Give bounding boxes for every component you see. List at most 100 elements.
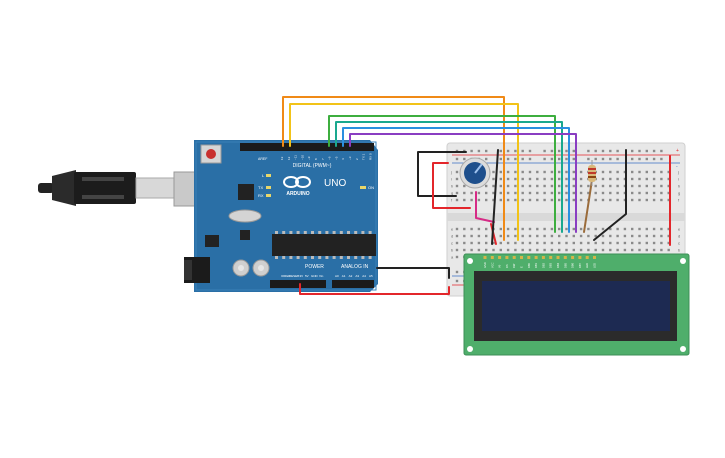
breadboard-hole[interactable] xyxy=(492,184,495,188)
breadboard-hole[interactable] xyxy=(470,234,473,238)
breadboard-hole[interactable] xyxy=(616,234,619,238)
rail-hole[interactable] xyxy=(528,157,532,161)
breadboard-hole[interactable] xyxy=(645,248,648,252)
breadboard-hole[interactable] xyxy=(506,248,510,252)
rail-hole[interactable] xyxy=(558,157,561,161)
breadboard-hole[interactable] xyxy=(528,191,532,195)
breadboard-hole[interactable] xyxy=(558,227,561,231)
breadboard-hole[interactable] xyxy=(463,184,466,188)
breadboard-hole[interactable] xyxy=(601,227,605,231)
breadboard-hole[interactable] xyxy=(579,170,583,174)
breadboard-hole[interactable] xyxy=(616,177,619,181)
breadboard-hole[interactable] xyxy=(485,241,488,245)
breadboard-hole[interactable] xyxy=(550,170,554,174)
wire-blue[interactable] xyxy=(342,127,570,233)
breadboard-hole[interactable] xyxy=(521,191,524,195)
rail-hole[interactable] xyxy=(594,157,597,161)
breadboard-hole[interactable] xyxy=(667,234,670,238)
breadboard-hole[interactable] xyxy=(667,184,670,188)
breadboard-hole[interactable] xyxy=(514,234,517,238)
breadboard-hole[interactable] xyxy=(572,241,575,245)
breadboard-hole[interactable] xyxy=(565,191,568,195)
breadboard-hole[interactable] xyxy=(638,248,641,252)
breadboard-hole[interactable] xyxy=(506,241,510,245)
breadboard-hole[interactable] xyxy=(477,234,481,238)
breadboard-hole[interactable] xyxy=(660,198,663,202)
rail-hole[interactable] xyxy=(565,149,568,153)
breadboard-hole[interactable] xyxy=(579,227,583,231)
breadboard-hole[interactable] xyxy=(631,170,634,174)
breadboard-hole[interactable] xyxy=(550,248,554,252)
breadboard-hole[interactable] xyxy=(536,170,539,174)
breadboard-hole[interactable] xyxy=(638,198,641,202)
breadboard-hole[interactable] xyxy=(455,255,459,259)
rail-hole[interactable] xyxy=(455,279,459,283)
breadboard-hole[interactable] xyxy=(660,177,663,181)
breadboard-hole[interactable] xyxy=(638,184,641,188)
breadboard-hole[interactable] xyxy=(463,248,466,252)
breadboard-hole[interactable] xyxy=(492,241,495,245)
breadboard-hole[interactable] xyxy=(536,177,539,181)
rail-hole[interactable] xyxy=(652,149,656,153)
breadboard-hole[interactable] xyxy=(543,248,546,252)
breadboard-hole[interactable] xyxy=(550,177,554,181)
breadboard-hole[interactable] xyxy=(572,227,575,231)
breadboard-hole[interactable] xyxy=(492,248,495,252)
rail-hole[interactable] xyxy=(609,149,612,153)
wire-green[interactable] xyxy=(328,115,556,233)
rail-hole[interactable] xyxy=(645,157,648,161)
breadboard-hole[interactable] xyxy=(652,248,656,252)
breadboard-hole[interactable] xyxy=(660,191,663,195)
breadboard-hole[interactable] xyxy=(558,248,561,252)
breadboard-hole[interactable] xyxy=(499,241,502,245)
rail-hole[interactable] xyxy=(455,157,459,161)
wire-black-right[interactable] xyxy=(593,149,627,241)
breadboard-hole[interactable] xyxy=(514,177,517,181)
breadboard-hole[interactable] xyxy=(558,170,561,174)
breadboard-hole[interactable] xyxy=(485,198,488,202)
breadboard-hole[interactable] xyxy=(660,184,663,188)
breadboard-hole[interactable] xyxy=(645,191,648,195)
breadboard-hole[interactable] xyxy=(485,191,488,195)
breadboard-hole[interactable] xyxy=(543,227,546,231)
breadboard-hole[interactable] xyxy=(660,241,663,245)
breadboard-hole[interactable] xyxy=(499,198,502,202)
rail-hole[interactable] xyxy=(506,149,510,153)
breadboard-hole[interactable] xyxy=(514,248,517,252)
breadboard-hole[interactable] xyxy=(616,198,619,202)
breadboard-hole[interactable] xyxy=(492,170,495,174)
wire-yellow[interactable] xyxy=(289,103,519,241)
breadboard-hole[interactable] xyxy=(623,170,627,174)
breadboard-hole[interactable] xyxy=(528,198,532,202)
breadboard-hole[interactable] xyxy=(536,198,539,202)
breadboard-hole[interactable] xyxy=(623,234,627,238)
breadboard-hole[interactable] xyxy=(660,227,663,231)
breadboard-hole[interactable] xyxy=(463,241,466,245)
potentiometer-icon[interactable] xyxy=(459,157,491,189)
breadboard-hole[interactable] xyxy=(514,241,517,245)
breadboard-hole[interactable] xyxy=(499,191,502,195)
breadboard-hole[interactable] xyxy=(609,170,612,174)
breadboard-hole[interactable] xyxy=(667,170,670,174)
breadboard-hole[interactable] xyxy=(601,177,605,181)
breadboard-hole[interactable] xyxy=(558,177,561,181)
breadboard-hole[interactable] xyxy=(601,234,605,238)
breadboard-hole[interactable] xyxy=(594,248,597,252)
breadboard-hole[interactable] xyxy=(579,241,583,245)
breadboard-hole[interactable] xyxy=(660,170,663,174)
wire-purple[interactable] xyxy=(349,133,577,233)
breadboard-hole[interactable] xyxy=(631,184,634,188)
lcd-pin[interactable] xyxy=(498,256,502,259)
breadboard-hole[interactable] xyxy=(470,241,473,245)
breadboard-hole[interactable] xyxy=(499,170,502,174)
breadboard-hole[interactable] xyxy=(463,191,466,195)
rail-hole[interactable] xyxy=(638,157,641,161)
breadboard-hole[interactable] xyxy=(609,234,612,238)
breadboard-hole[interactable] xyxy=(521,248,524,252)
breadboard-hole[interactable] xyxy=(558,241,561,245)
breadboard-hole[interactable] xyxy=(550,184,554,188)
breadboard-hole[interactable] xyxy=(572,248,575,252)
breadboard-hole[interactable] xyxy=(652,184,656,188)
breadboard-hole[interactable] xyxy=(623,198,627,202)
breadboard-hole[interactable] xyxy=(455,170,459,174)
